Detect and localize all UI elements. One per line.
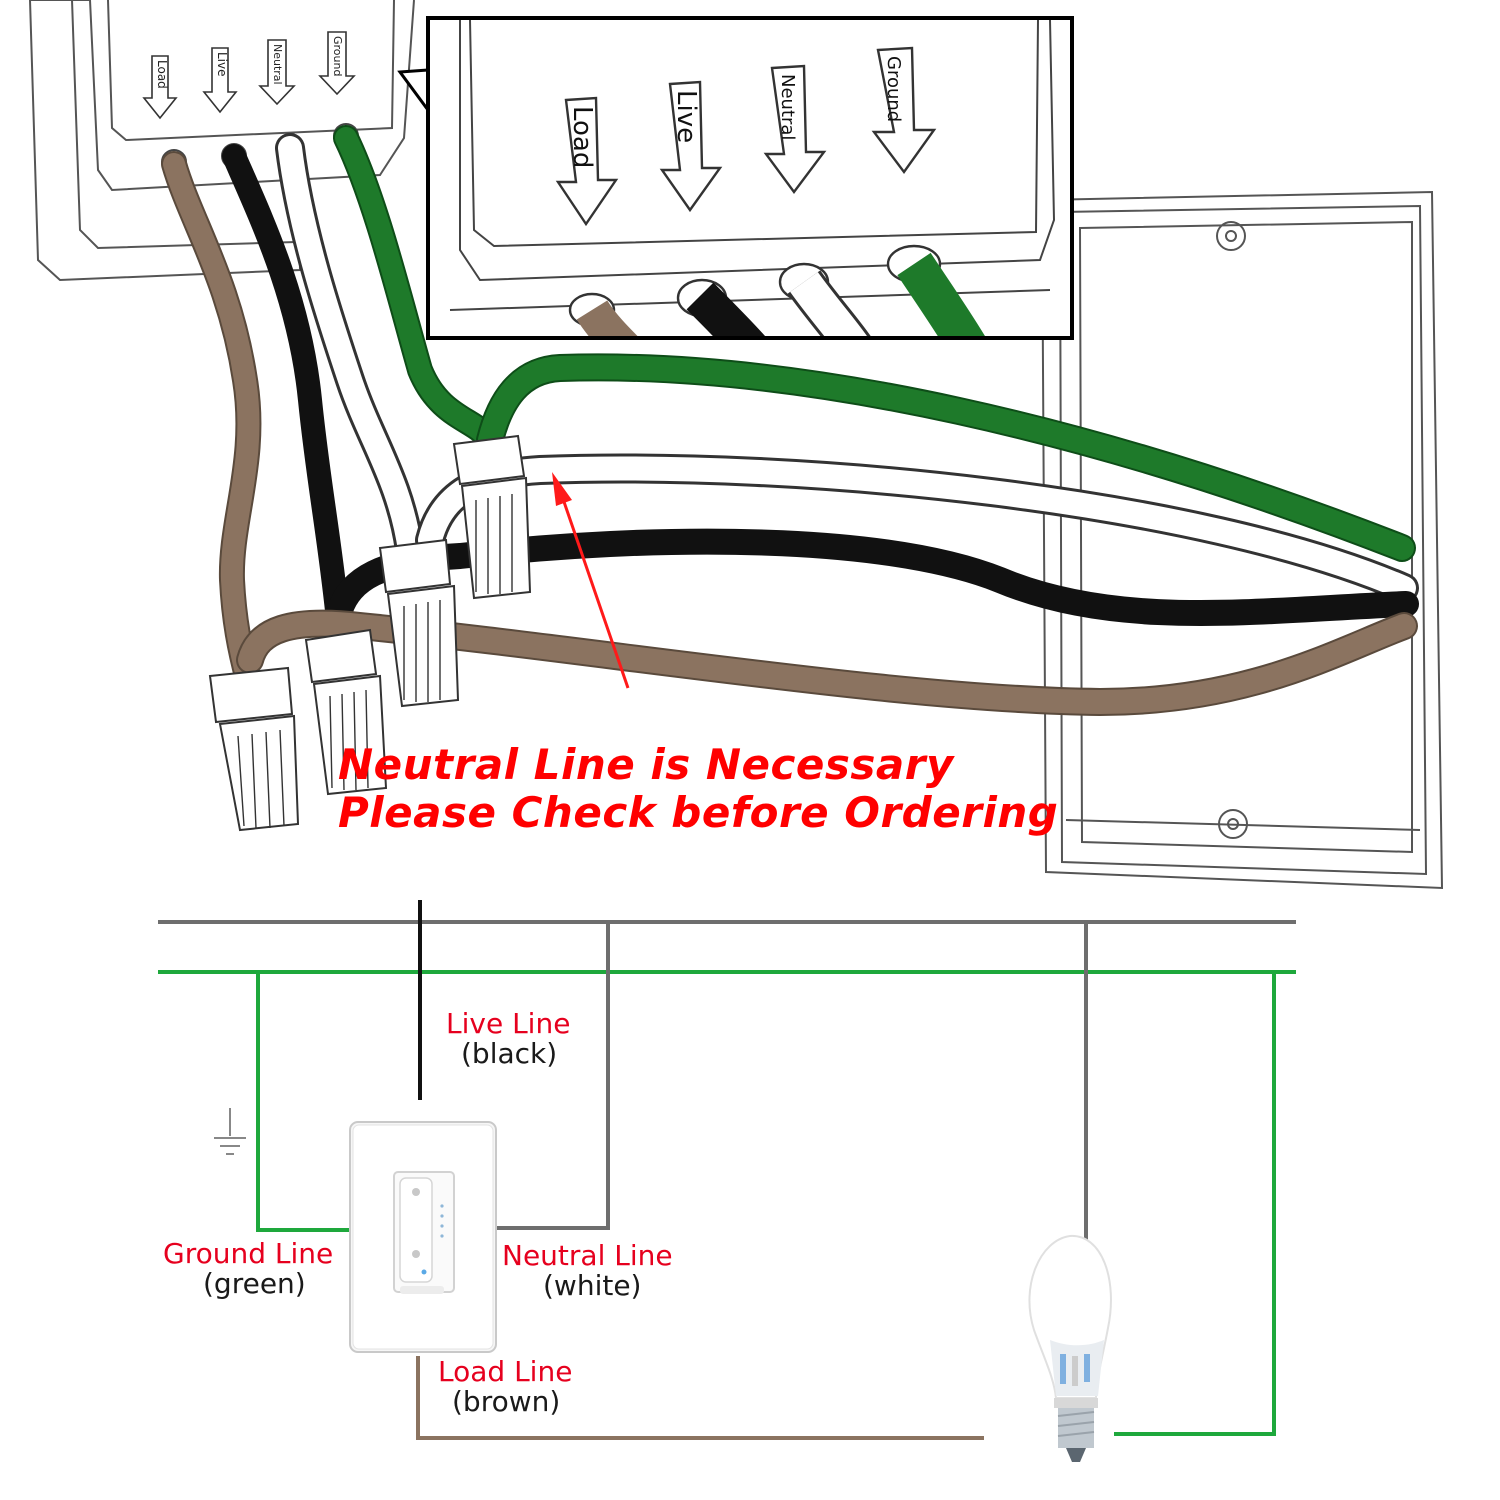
zoom-wire-neutral [790,272,867,336]
neutral-arrow [552,472,630,689]
zoom-wire-live [686,282,765,336]
device-label-load: Load [155,60,169,89]
zoom-arrow-ground [871,46,937,175]
terminal-zoom-callout: Load Live Neutral Ground [426,16,1074,340]
zoom-arrow-load [555,96,619,227]
warning-line-1: Neutral Line is Necessary [338,740,954,789]
live-line-label: Live Line [446,1007,571,1040]
device-terminal-arrows [142,31,356,120]
wire-nut-neutral [378,538,460,708]
zoom-label-neutral: Neutral [777,74,798,140]
smart-switch [349,1121,497,1353]
wire-nut-ground [452,434,532,600]
wire-nut-live [304,628,388,796]
neutral-line-color: (white) [543,1269,642,1302]
neutral-line-label: Neutral Line [502,1239,673,1272]
screw-top [1216,221,1246,251]
zoom-wire-ground [897,252,985,336]
zoom-label-live: Live [671,90,701,143]
zoom-label-ground: Ground [883,56,904,122]
device-label-neutral: Neutral [271,44,284,85]
earth-symbol [214,1108,246,1155]
device-label-live: Live [215,52,229,77]
zoom-arrow-neutral [763,64,827,195]
zoom-arrow-live [659,80,723,213]
ground-line-label: Ground Line [163,1237,334,1270]
warning-line-2: Please Check before Ordering [338,788,1059,837]
schematic [158,900,1296,1462]
load-line-color: (brown) [452,1385,561,1418]
load-line-label: Load Line [438,1355,573,1388]
live-line-color: (black) [461,1037,558,1070]
wiring-illustration: Load Live Neutral Ground [28,0,1444,890]
zoom-wire-load [576,300,638,336]
ground-line-color: (green) [203,1267,306,1300]
zoom-label-load: Load [567,106,597,168]
wire-nuts [208,434,532,832]
light-bulb [1028,1234,1112,1462]
screw-bottom [1218,809,1248,839]
wire-nut-load [208,666,300,832]
live-wire-device [222,144,350,632]
device-label-ground: Ground [331,36,344,76]
